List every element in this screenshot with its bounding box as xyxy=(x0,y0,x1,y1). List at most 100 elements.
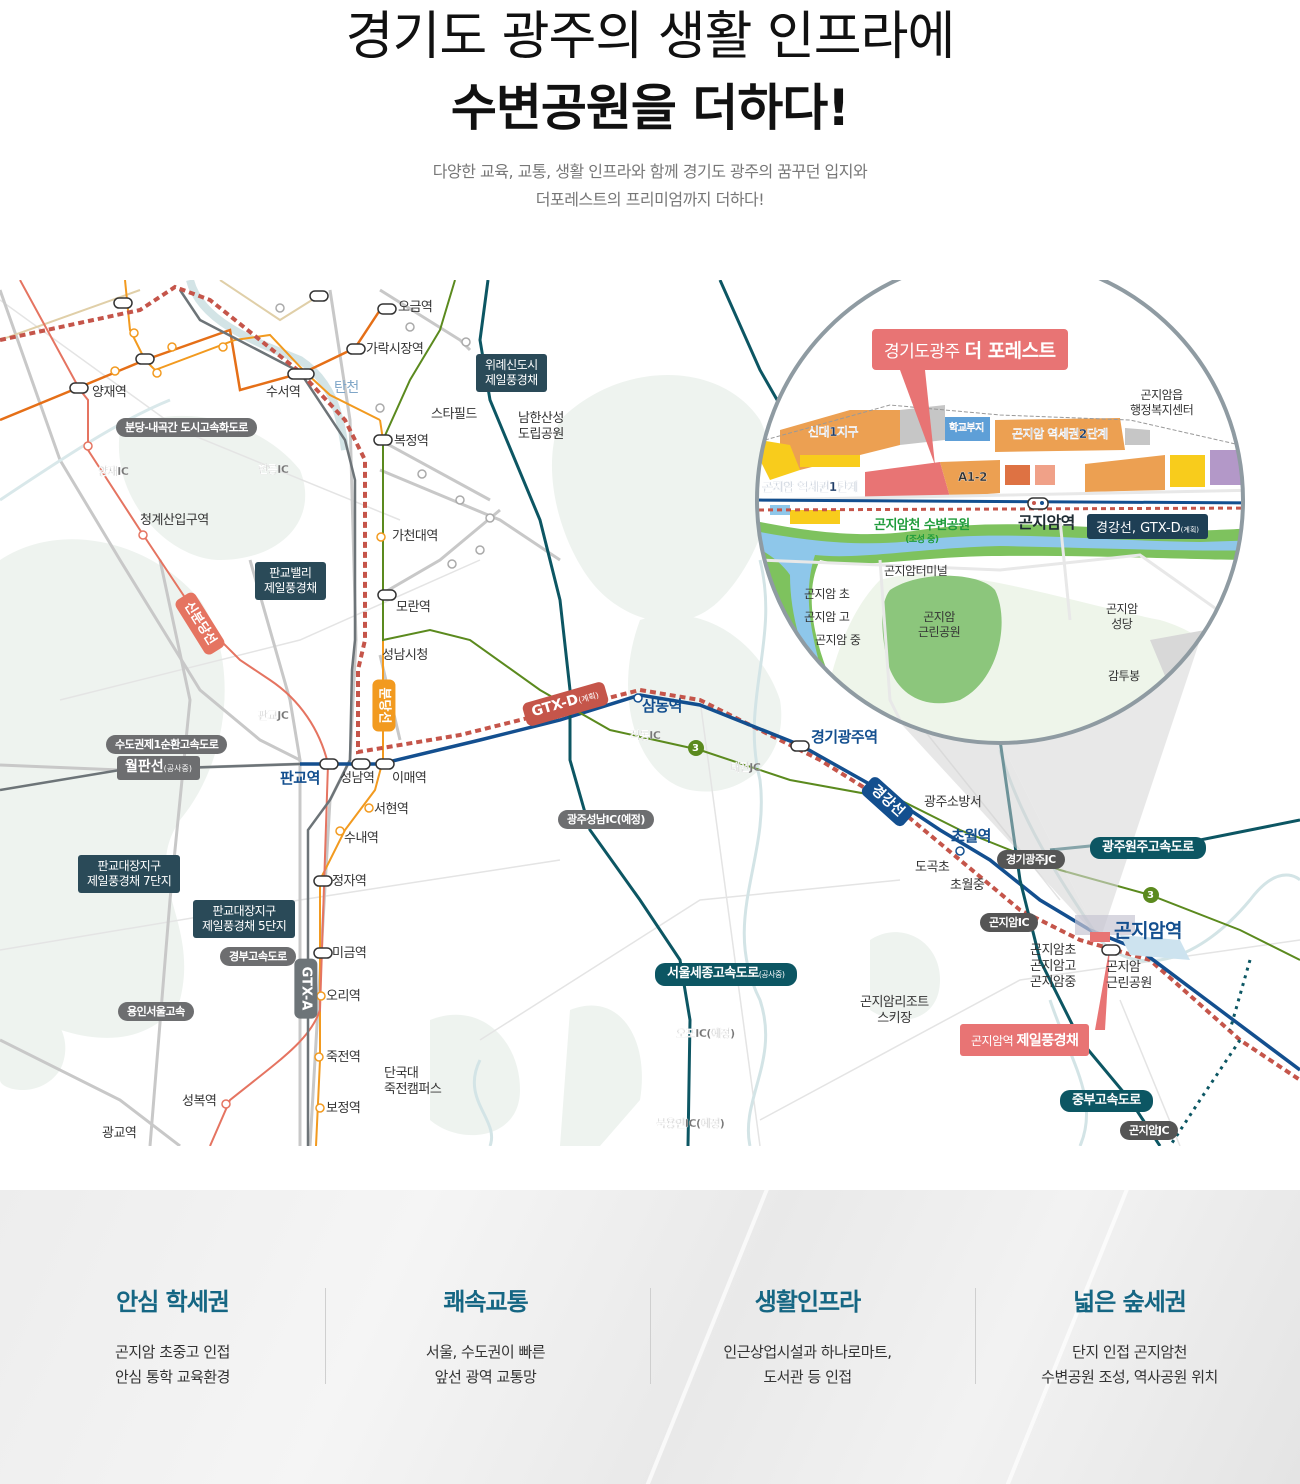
ic-heolleung: 헌릉IC xyxy=(258,463,289,476)
ic-yangjae: 양재IC xyxy=(98,465,129,478)
place-gwangju-fire: 광주소방서 xyxy=(924,795,982,810)
daejang7-line1: 판교대장지구 xyxy=(97,859,161,873)
station-chowol: 초월역 xyxy=(951,827,991,845)
place-dankook: 단국대 죽전캠퍼스 xyxy=(384,1066,442,1098)
inset-admin-center: 곤지암읍 행정복지센터 xyxy=(1130,388,1194,418)
route3-number-1: 3 xyxy=(692,743,699,754)
callout-daejang5: 판교대장지구 제일풍경채 5단지 xyxy=(193,900,296,938)
inset-high: 곤지암 고 xyxy=(804,610,850,624)
resort-line2: 스키장 xyxy=(877,1011,912,1026)
feature-desc-line: 단지 인접 곤지암천 xyxy=(1072,1343,1187,1361)
terrain-forest xyxy=(0,375,940,1146)
feature-desc: 단지 인접 곤지암천 수변공원 조성, 역사공원 위치 xyxy=(967,1340,1292,1390)
road-jungbu: 중부고속도로 xyxy=(1060,1090,1153,1112)
feature-forest: 넓은 숲세권 단지 인접 곤지암천 수변공원 조성, 역사공원 위치 xyxy=(967,1190,1292,1484)
feature-title: 넓은 숲세권 xyxy=(1073,1288,1187,1316)
inset-elem: 곤지암 초 xyxy=(804,587,850,601)
place-seongnam-cityhall: 성남시청 xyxy=(382,648,428,663)
road-gyeonggi-gwangju-jc: 경기광주JC xyxy=(997,850,1065,869)
ic-buk-yongin: 북용인IC(예정) xyxy=(656,1117,725,1130)
road-gyeongbu: 경부고속도로 xyxy=(220,947,296,966)
tancheon-label: 탄천 xyxy=(334,380,359,396)
road-seoul-sejong: 서울세종고속도로(공사중) xyxy=(655,963,797,986)
station-seongnam: 성남역 xyxy=(340,771,375,786)
station-moran: 모란역 xyxy=(396,600,431,615)
route3-markers xyxy=(688,740,1159,903)
road-gwangju-wonju: 광주원주고속도로 xyxy=(1090,837,1206,859)
seoul-sejong-note: (공사중) xyxy=(758,970,785,979)
station-yangjae: 양재역 xyxy=(92,385,127,400)
gonjiam-high: 곤지암고 xyxy=(1030,959,1076,974)
gonjiam-elem: 곤지암초 xyxy=(1030,943,1076,958)
hero-subtitle-line2: 더포레스트의 프리미엄까지 더하다! xyxy=(535,190,765,209)
station-bokjeong: 복정역 xyxy=(394,434,429,449)
admin-center-line2: 행정복지센터 xyxy=(1130,403,1194,417)
hero-subtitle: 다양한 교육, 교통, 생활 인프라와 함께 경기도 광주의 꿈꾸던 입지와 더… xyxy=(0,158,1300,214)
wolpan-label: 월판선 xyxy=(125,759,164,775)
feature-desc-line: 안심 통학 교육환경 xyxy=(115,1368,230,1386)
inset-title-name: 더 포레스트 xyxy=(964,340,1057,362)
church-line1: 곤지암 xyxy=(1106,602,1138,616)
ic-taejeon: 태전JC xyxy=(730,761,761,774)
road-capital-ring: 수도권제1순환고속도로 xyxy=(106,735,228,754)
station-pangyo: 판교역 xyxy=(280,769,320,787)
station-gacheon: 가천대역 xyxy=(392,529,438,544)
inset-church: 곤지암 성당 xyxy=(1106,602,1138,632)
station-migeum: 미금역 xyxy=(332,946,367,961)
pangyo-valley-line1: 판교밸리 xyxy=(269,566,312,580)
place-gonjiam-resort: 곤지암리조트 스키장 xyxy=(860,995,929,1027)
feature-desc-line: 곤지암 초중고 인접 xyxy=(115,1343,230,1361)
namhansanseong-line2: 도립공원 xyxy=(518,427,564,442)
feature-infra: 생활인프라 인근상업시설과 하나로마트, 도서관 등 인접 xyxy=(645,1190,970,1484)
callout-daejang7: 판교대장지구 제일풍경채 7단지 xyxy=(78,855,181,893)
feature-divider xyxy=(975,1288,976,1384)
daejang7-line2: 제일풍경채 7단지 xyxy=(87,874,172,888)
gtx-a-line xyxy=(178,289,357,1146)
station-ori: 오리역 xyxy=(326,989,361,1004)
riverside-park-label: 곤지암천 수변공원 xyxy=(874,518,970,533)
gonjiam-jeil-prefix: 곤지암역 xyxy=(971,1034,1014,1048)
srt-gtx-d-line xyxy=(0,284,1300,1082)
inset-park-line1: 곤지암 xyxy=(923,610,955,624)
place-chowol-mid: 초월중 xyxy=(950,878,985,893)
feature-desc-line: 인근상업시설과 하나로마트, xyxy=(723,1343,892,1361)
gonjiam-park-line1: 곤지암 xyxy=(1106,960,1141,975)
wolpan-note: (공사중) xyxy=(163,764,192,773)
seoul-sejong-label: 서울세종고속도로 xyxy=(667,966,759,981)
road-gwangju-seongnam-ic: 광주성남IC(예정) xyxy=(558,810,654,829)
route3-number-2: 3 xyxy=(1147,890,1154,901)
ic-pangyo-jc: 판교JC xyxy=(258,709,289,722)
callout-wirye: 위례신도시 제일풍경채 xyxy=(476,354,547,392)
place-starfield: 스타필드 xyxy=(431,407,477,422)
inset-zone-sindae: 신대1지구 xyxy=(808,425,859,439)
station-jukjeon: 죽전역 xyxy=(326,1050,361,1065)
inset-station-lines: 경강선, GTX-D(계획) xyxy=(1087,514,1208,539)
map-base-graphics xyxy=(0,280,1300,1146)
resort-line1: 곤지암리조트 xyxy=(860,995,929,1010)
gonjiam-jeil-name: 제일풍경채 xyxy=(1016,1033,1079,1049)
hero-section: 경기도 광주의 생활 인프라에 수변공원을 더하다! 다양한 교육, 교통, 생… xyxy=(0,0,1300,250)
feature-desc-line: 도서관 등 인접 xyxy=(763,1368,852,1386)
feature-desc: 서울, 수도권이 빠른 앞선 광역 교통망 xyxy=(323,1340,648,1390)
road-gonjiam-ic: 곤지암IC xyxy=(980,913,1039,932)
feature-desc: 인근상업시설과 하나로마트, 도서관 등 인접 xyxy=(645,1340,970,1390)
place-dogok-elem: 도곡초 xyxy=(915,860,950,875)
feature-transport: 쾌속교통 서울, 수도권이 빠른 앞선 광역 교통망 xyxy=(323,1190,648,1484)
church-line2: 성당 xyxy=(1111,617,1133,631)
station-gonjiam: 곤지암역 xyxy=(1114,920,1182,942)
line-badge-wolpan: 월판선(공사중) xyxy=(117,756,200,780)
wirye-line2: 제일풍경채 xyxy=(485,373,538,387)
feature-desc: 곤지암 초중고 인접 안심 통학 교육환경 xyxy=(10,1340,335,1390)
callout-pangyo-valley: 판교밸리 제일풍경채 xyxy=(255,562,326,600)
inset-station-gonjiam: 곤지암역 xyxy=(1018,513,1075,532)
place-namhansanseong: 남한산성 도립공원 xyxy=(518,411,564,443)
station-cheonggye: 청계산입구역 xyxy=(140,513,209,528)
inset-zone-school: 학교부지 xyxy=(949,423,985,434)
inset-title-prefix: 경기도광주 xyxy=(884,342,960,362)
station-gwanggyo: 광교역 xyxy=(102,1126,137,1141)
inset-title: 경기도광주 더 포레스트 xyxy=(872,329,1068,370)
ic-opo: 오포IC(예정) xyxy=(676,1027,735,1040)
station-sunae: 수내역 xyxy=(344,831,379,846)
station-garak: 가락시장역 xyxy=(366,342,424,357)
station-jeongja: 정자역 xyxy=(332,874,367,889)
